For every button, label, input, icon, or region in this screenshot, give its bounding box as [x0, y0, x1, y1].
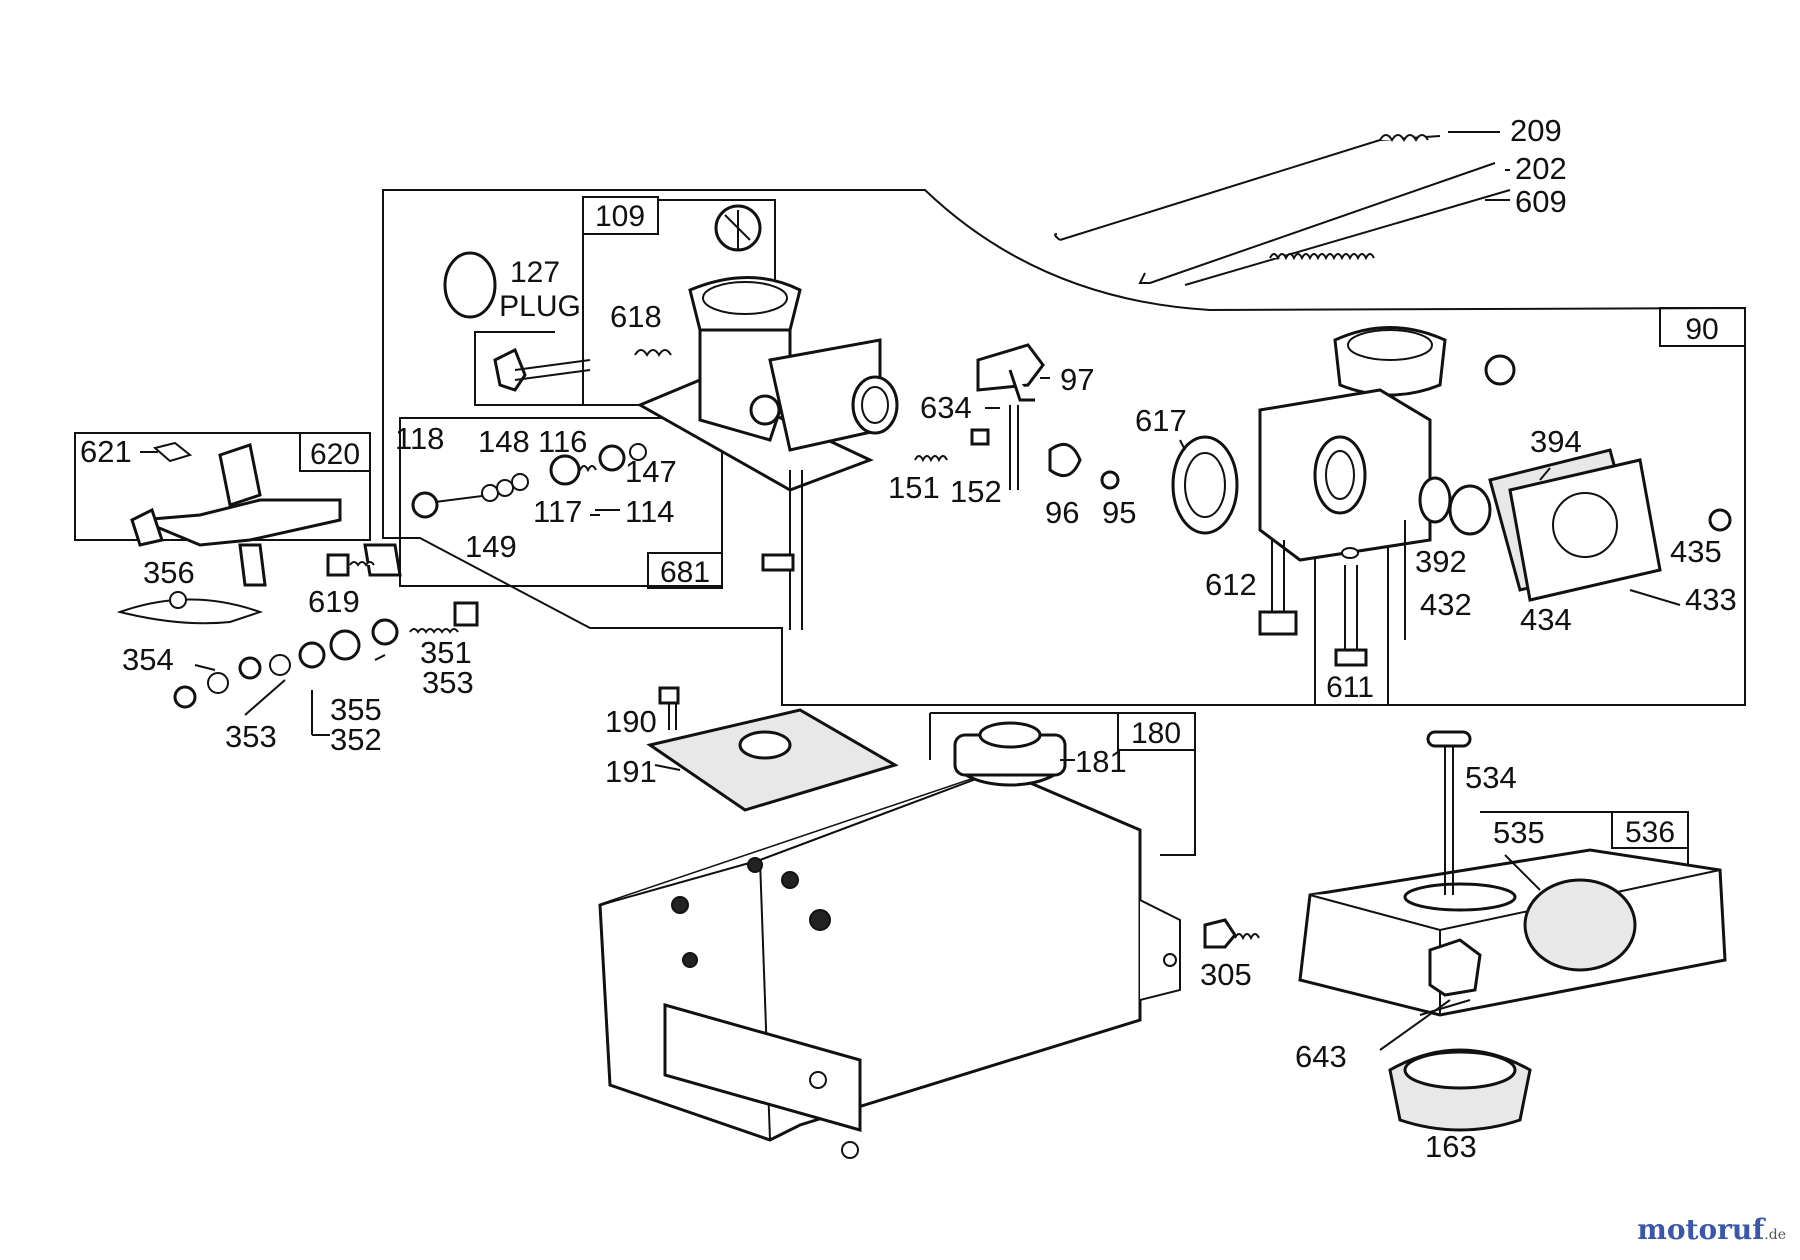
part-label: 118	[395, 421, 444, 456]
part-label: 621	[80, 434, 132, 469]
part-label: 435	[1670, 534, 1722, 569]
part-label: 190	[605, 704, 657, 739]
part-label: 617	[1135, 403, 1187, 438]
part-label: 96	[1045, 495, 1079, 530]
box-label-180: 180	[1131, 717, 1181, 750]
part-label: 351	[420, 635, 472, 670]
box-label-536: 536	[1625, 816, 1675, 849]
diaphragm-and-gasket	[1418, 448, 1732, 606]
part-label: 643	[1295, 1039, 1347, 1074]
idle-valve-assembly	[411, 443, 647, 519]
box-label-611: 611	[1326, 671, 1374, 704]
part-label: 163	[1425, 1129, 1477, 1164]
carburetor-body-left	[636, 276, 899, 630]
fuel-fitting-305	[1203, 918, 1260, 949]
leader-lines	[140, 131, 1551, 1051]
air-cleaner-assembly	[1298, 730, 1727, 1132]
watermark-logo: motoruf.de	[1637, 1213, 1786, 1246]
throttle-shaft-icon	[493, 347, 591, 392]
box-109-outline	[474, 200, 584, 406]
part-label: 634	[920, 390, 972, 425]
part-label: 432	[1420, 587, 1472, 622]
part-label: 619	[308, 584, 360, 619]
part-label: 612	[1205, 567, 1257, 602]
part-label: 609	[1515, 184, 1567, 219]
part-label: 147	[625, 454, 677, 489]
part-label: 392	[1415, 544, 1467, 579]
watermark-tld: .de	[1764, 1227, 1786, 1243]
part-label: 114	[625, 494, 674, 529]
part-label: 355	[330, 692, 382, 727]
part-label: 535	[1493, 815, 1545, 850]
part-label: 97	[1060, 362, 1094, 397]
throttle-plate-icon	[714, 204, 762, 252]
tank-gasket	[646, 686, 899, 812]
watermark-text: motoruf	[1637, 1213, 1765, 1246]
part-label: 534	[1465, 760, 1517, 795]
part-label: 191	[605, 754, 657, 789]
part-label: 95	[1102, 495, 1136, 530]
carburetor-group-outline	[382, 189, 1746, 706]
welch-plug-icon	[443, 251, 497, 319]
part-label: 618	[610, 299, 662, 334]
box-label-620: 620	[310, 438, 360, 471]
box-180-outline	[930, 712, 1196, 856]
part-label: 434	[1520, 602, 1572, 637]
part-label: 152	[950, 474, 1002, 509]
box-620-outline	[74, 432, 371, 541]
box-109-tag	[582, 196, 659, 235]
plug-number-label: 127	[510, 256, 560, 289]
plug-word-label: PLUG	[499, 290, 581, 323]
fastener-set	[116, 553, 479, 709]
choke-parts	[914, 343, 1120, 490]
box-label-681: 681	[660, 556, 710, 589]
part-label: 202	[1515, 151, 1567, 186]
part-label: 151	[888, 470, 940, 505]
part-label: 117	[533, 494, 582, 529]
part-label: 116	[538, 424, 587, 459]
part-label: 149	[465, 529, 517, 564]
spring-618-icon	[634, 349, 672, 357]
part-labels: 209 202 609 618 97 634 617 394 621 118 1…	[80, 113, 1737, 1164]
part-label: 305	[1200, 957, 1252, 992]
fuel-tank	[598, 721, 1181, 1159]
part-label: 433	[1685, 582, 1737, 617]
carburetor-body-right	[1171, 326, 1516, 667]
part-label: 356	[143, 555, 195, 590]
governor-spring-and-links	[1054, 134, 1511, 286]
part-label: 352	[330, 722, 382, 757]
part-label: 148	[478, 424, 530, 459]
part-label: 394	[1530, 424, 1582, 459]
box-label-90: 90	[1685, 313, 1718, 346]
part-label: 353	[422, 665, 474, 700]
part-label: 354	[122, 642, 174, 677]
part-label-353-duplicate: 353	[225, 719, 277, 754]
part-label: 209	[1510, 113, 1562, 148]
part-label: 181	[1075, 744, 1127, 779]
box-label-109: 109	[595, 200, 645, 233]
